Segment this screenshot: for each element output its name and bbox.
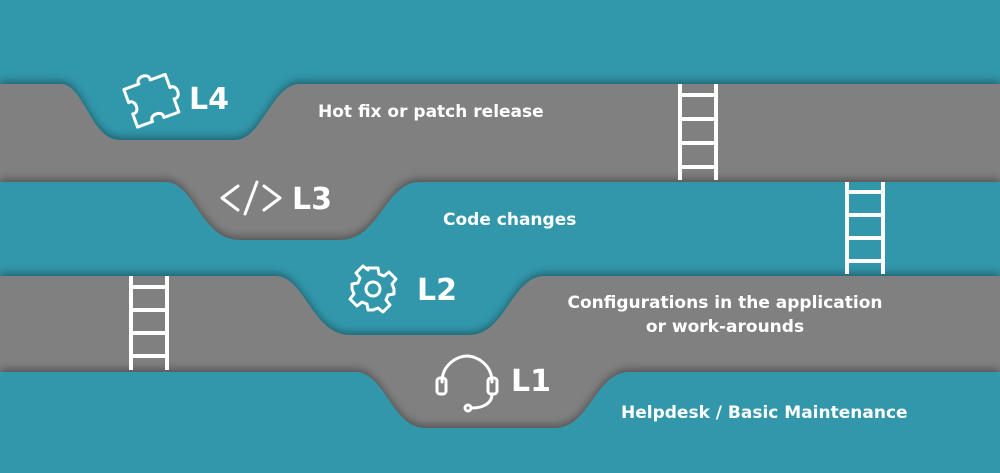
- level-description-l2-line-2: or work-arounds: [645, 317, 805, 337]
- level-label-l2: L2: [417, 273, 457, 308]
- level-label-l3: L3: [292, 182, 332, 217]
- level-description-l3: Code changes: [443, 210, 577, 230]
- ladder-l4: [678, 84, 718, 180]
- headset-icon: [435, 354, 499, 413]
- level-description-l4: Hot fix or patch release: [318, 102, 544, 122]
- level-description-l2-line-1: Configurations in the application: [567, 293, 883, 313]
- band-l1: [0, 372, 1000, 473]
- level-description-l2: Configurations in the application or wor…: [560, 291, 890, 339]
- level-description-l1: Helpdesk / Basic Maintenance: [621, 403, 908, 423]
- ladder-l2: [129, 276, 169, 370]
- gear-icon: [348, 264, 398, 314]
- code-icon: [220, 180, 282, 216]
- puzzle-icon: [122, 72, 181, 129]
- level-label-l1: L1: [511, 364, 551, 399]
- ladder-l3: [845, 182, 885, 274]
- level-label-l4: L4: [189, 82, 229, 117]
